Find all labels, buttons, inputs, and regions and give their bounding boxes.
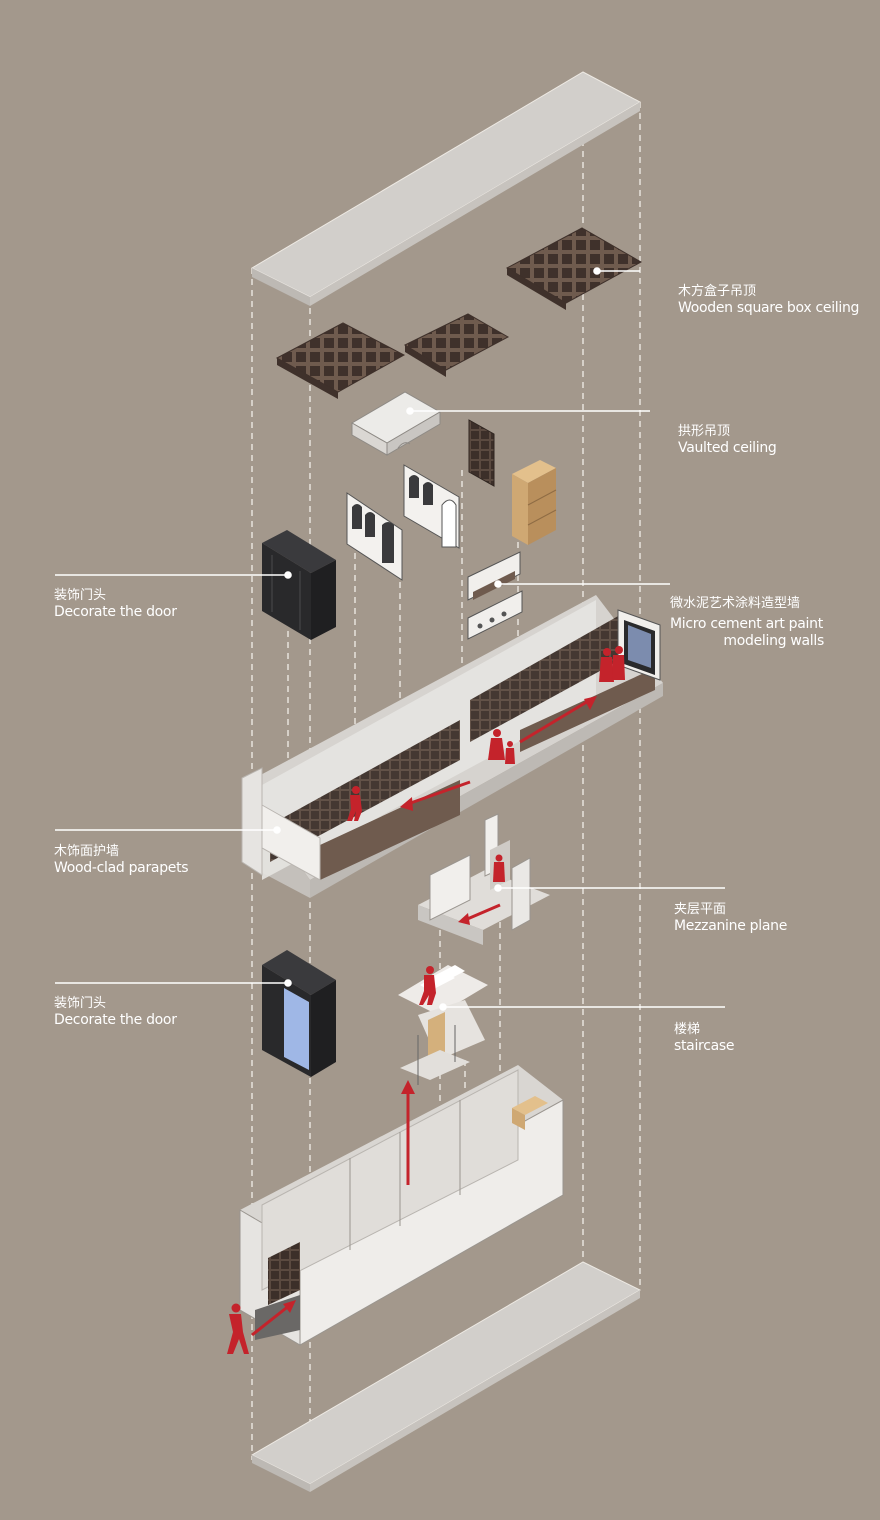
label-en: Mezzanine plane: [674, 918, 788, 934]
label-en: Wood-clad parapets: [54, 860, 189, 876]
vaulted-ceiling-block: [351, 391, 441, 456]
label-cn: 拱形吊顶: [678, 424, 731, 439]
label-en: staircase: [674, 1038, 735, 1054]
micro-cement-pieces: [467, 551, 523, 640]
label-cn: 楼梯: [674, 1022, 701, 1037]
label-cn: 木饰面护墙: [54, 844, 120, 859]
grid-panel: [468, 419, 495, 487]
box-ceiling-right: [505, 227, 643, 310]
label-vaulted-ceiling: 拱形吊顶 Vaulted ceiling: [678, 423, 777, 457]
label-en: Wooden square box ceiling: [678, 300, 860, 316]
arched-panel-b: [403, 464, 460, 549]
arched-panel-a: [346, 492, 403, 581]
upper-door-block: [262, 530, 336, 640]
label-cn: 装饰门头: [54, 588, 107, 603]
upper-floor: [241, 595, 663, 898]
staircase-block: [398, 965, 488, 1085]
label-wooden-box-ceiling: 木方盒子吊顶 Wooden square box ceiling: [678, 283, 859, 317]
label-cn: 装饰门头: [54, 996, 107, 1011]
oak-cabinet: [512, 460, 557, 545]
label-cn: 微水泥艺术涂料造型墙: [670, 596, 801, 611]
box-ceiling-left-a: [275, 322, 406, 399]
label-micro-cement: 微水泥艺术涂料造型墙 Micro cement art paint modeli…: [670, 595, 824, 650]
leader-lines: [55, 267, 725, 1011]
label-cn: 木方盒子吊顶: [678, 284, 757, 299]
lower-floor: [239, 1065, 564, 1346]
lower-door-block: [262, 950, 336, 1077]
label-en: Decorate the door: [54, 604, 177, 620]
label-decorate-door-lower: 装饰门头 Decorate the door: [54, 995, 177, 1029]
label-staircase: 楼梯 staircase: [674, 1021, 734, 1055]
box-ceiling-left-b: [403, 313, 510, 377]
label-cn: 夹层平面: [674, 902, 727, 917]
circulation-red: [227, 646, 625, 1354]
label-wood-parapets: 木饰面护墙 Wood-clad parapets: [54, 843, 189, 877]
roof-slab: [250, 71, 642, 306]
label-en: Vaulted ceiling: [678, 440, 777, 456]
ground-slab: [250, 1261, 642, 1492]
label-en-line1: Micro cement art paint: [670, 616, 823, 632]
mezzanine-block: [418, 813, 550, 945]
label-en: Decorate the door: [54, 1012, 177, 1028]
person-figure: [227, 646, 625, 1354]
label-mezzanine: 夹层平面 Mezzanine plane: [674, 901, 787, 935]
label-decorate-door-upper: 装饰门头 Decorate the door: [54, 587, 177, 621]
label-en-line2: modeling walls: [723, 633, 824, 649]
